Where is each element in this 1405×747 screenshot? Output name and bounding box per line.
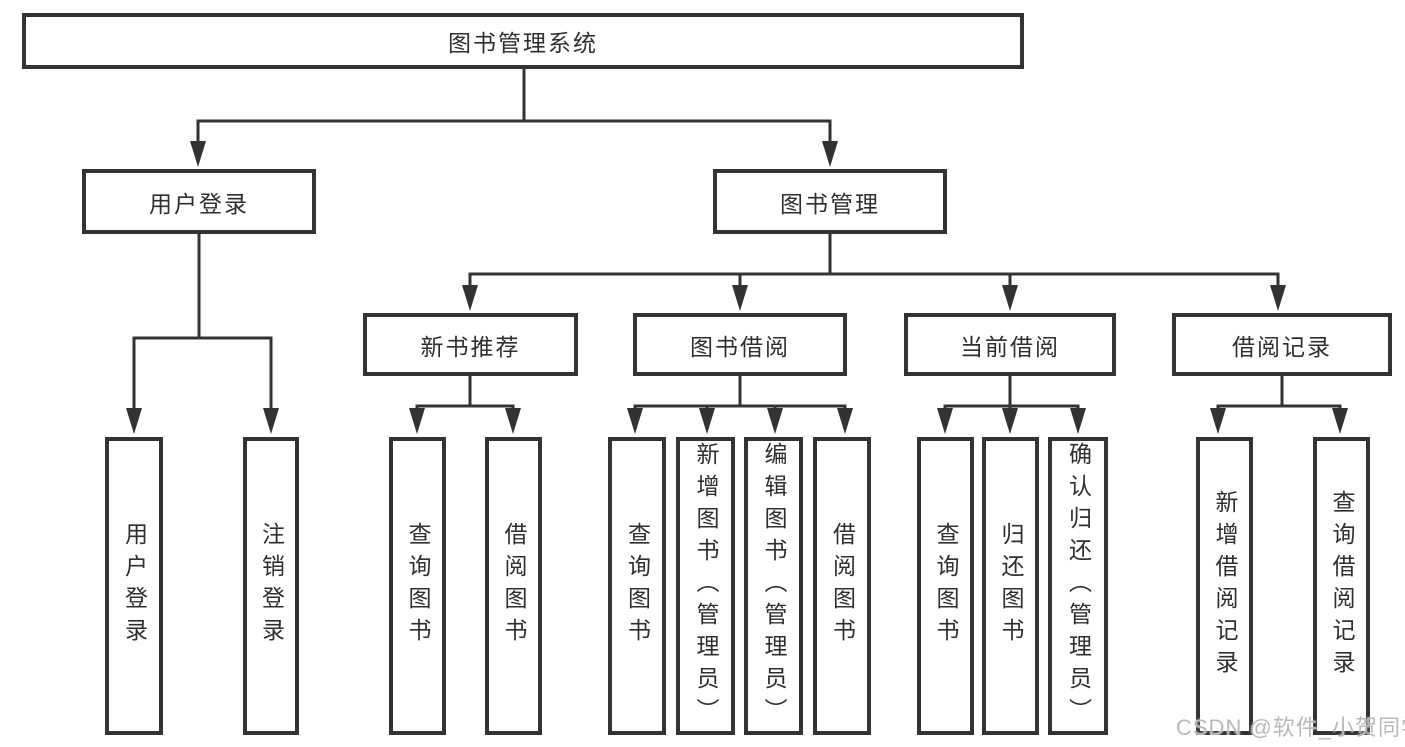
connector-root-to-level2 [190,69,838,167]
node-leaf-return-books: 归还图书 [982,437,1039,735]
watermark-text: CSDN @软件_小贺同学 [1176,715,1405,740]
node-leaf-add-books-admin: 新增图书（管理员） [676,437,735,735]
node-leaf-query-books-recommend: 查询图书 [389,437,446,735]
node-leaf-add-borrow-record: 新增借阅记录 [1196,437,1253,735]
node-book-management: 图书管理 [713,169,947,234]
node-leaf-borrow-books-recommend: 借阅图书 [485,437,542,735]
node-leaf-borrow-books-borrowing: 借阅图书 [813,437,871,735]
connector-book-borrowing-to-leaves [627,375,853,434]
connector-borrowing-records-to-leaves [1210,375,1348,434]
connector-user-login-to-leaves [126,233,279,434]
node-book-borrowing: 图书借阅 [633,313,847,376]
node-user-login: 用户登录 [82,169,316,234]
node-leaf-edit-books-admin: 编辑图书（管理员） [744,437,803,735]
node-library-management-system: 图书管理系统 [22,13,1024,69]
node-leaf-logout: 注销登录 [243,437,299,735]
node-leaf-query-books-current: 查询图书 [917,437,974,735]
node-leaf-query-books-borrowing: 查询图书 [608,437,666,735]
node-new-book-recommend: 新书推荐 [363,313,578,376]
node-leaf-user-login: 用户登录 [105,437,163,735]
node-leaf-query-borrow-record: 查询借阅记录 [1313,437,1370,735]
connector-book-management-to-level3 [462,233,1286,311]
node-leaf-confirm-return-admin: 确认归还（管理员） [1048,437,1108,735]
connector-current-borrowing-to-leaves [937,375,1086,434]
node-current-borrowing: 当前借阅 [904,313,1116,376]
connector-new-book-recommend-to-leaves [409,375,521,434]
node-borrowing-records: 借阅记录 [1172,313,1392,376]
